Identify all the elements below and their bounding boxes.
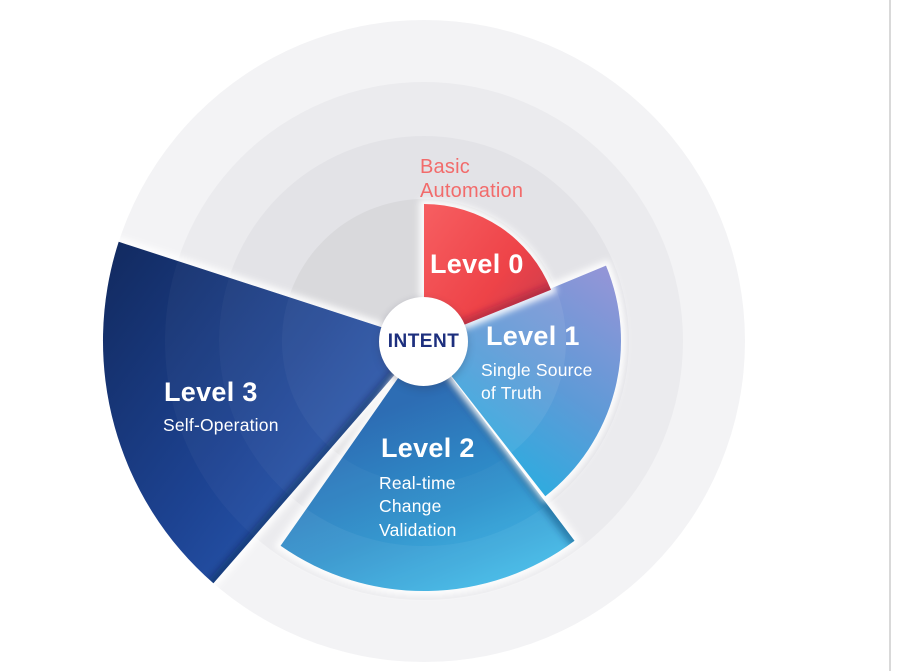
intent-label: INTENT <box>387 330 460 352</box>
slide-edge-line <box>889 0 891 671</box>
intent-hub-circle: INTENT <box>379 297 468 386</box>
level-2-wedge <box>274 333 581 596</box>
